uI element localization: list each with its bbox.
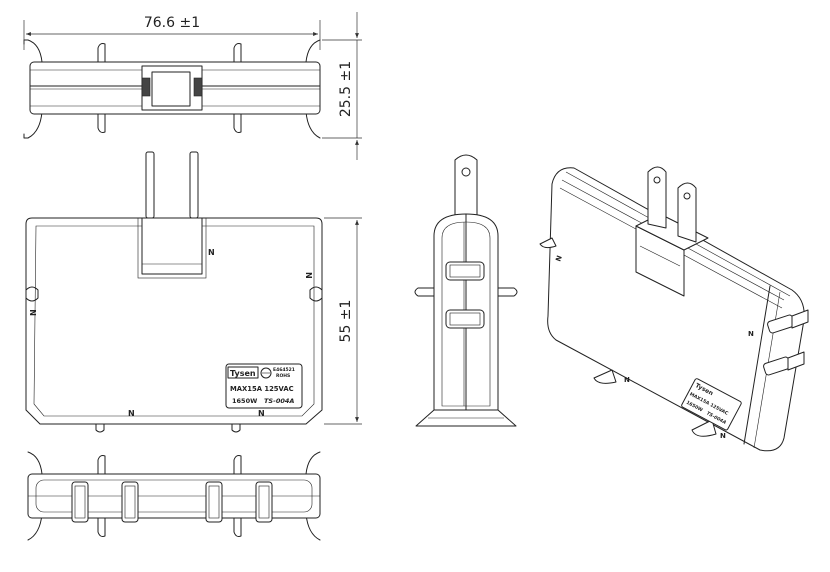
brand-name: Tysen	[230, 369, 256, 378]
cert-mark-icon	[260, 367, 272, 379]
power-rating: 1650W	[232, 397, 257, 405]
label-plate: Tysen E464521 ROHS MAX15A 125VAC 1650W T…	[225, 363, 303, 409]
neutral-mark-iso-bottom-right: N	[720, 432, 726, 440]
depth-dimension: 25.5 ±1	[322, 12, 362, 160]
isometric-view: N N N N Tysen MAX15A 125VAC 1650W TS-004…	[539, 166, 809, 452]
iso-label-plate: Tysen MAX15A 125VAC 1650W TS-004A	[681, 378, 742, 431]
width-label: 76.6 ±1	[144, 15, 200, 31]
cert-number: E464521	[273, 367, 295, 373]
neutral-mark-front-right: N	[304, 272, 313, 279]
neutral-mark-front-bottom-left: N	[128, 409, 135, 418]
depth-label: 25.5 ±1	[338, 61, 354, 117]
width-dimension: 76.6 ±1	[23, 15, 321, 50]
front-view: N N N N N Tysen E464521 ROHS MAX15A 125V…	[25, 151, 323, 433]
neutral-mark-front-bottom-right: N	[258, 409, 265, 418]
neutral-mark-front-top: N	[208, 248, 215, 257]
top-view	[23, 39, 321, 139]
model-number: TS-004A	[264, 397, 294, 405]
side-view	[414, 154, 518, 427]
neutral-mark-front-left: N	[29, 309, 38, 316]
bottom-view	[27, 451, 321, 541]
neutral-mark-iso-bottom-left: N	[624, 376, 630, 384]
neutral-mark-iso-right: N	[748, 330, 754, 338]
height-dimension: 55 ±1	[324, 217, 362, 425]
rating-line: MAX15A 125VAC	[230, 385, 294, 393]
height-label: 55 ±1	[338, 300, 354, 343]
neutral-mark-iso-left: N	[554, 254, 564, 262]
rohs-mark: ROHS	[276, 373, 290, 379]
